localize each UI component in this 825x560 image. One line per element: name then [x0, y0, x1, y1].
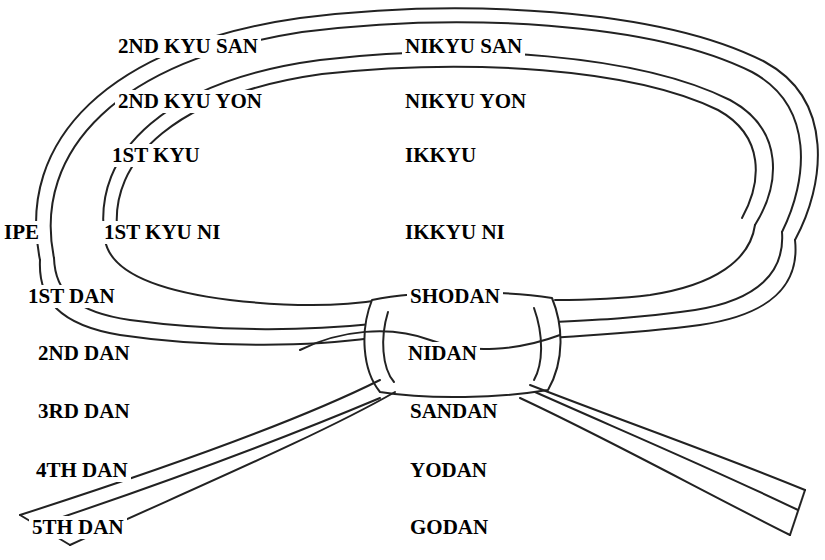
rank-label: NIKYU YON — [402, 90, 529, 113]
rank-label: NIDAN — [405, 342, 480, 365]
rank-label: IPE — [1, 221, 42, 244]
rank-label: GODAN — [407, 516, 491, 539]
rank-label: 1ST KYU — [109, 144, 203, 167]
rank-label: NIKYU SAN — [402, 35, 525, 58]
rank-label: 5TH DAN — [29, 516, 127, 539]
rank-label: 2ND KYU SAN — [115, 35, 261, 58]
rank-label: IKKYU NI — [402, 221, 508, 244]
rank-label: IKKYU — [402, 144, 479, 167]
rank-label: 1ST KYU NI — [101, 221, 223, 244]
rank-label: 1ST DAN — [25, 285, 118, 308]
rank-label: 2ND DAN — [35, 342, 133, 365]
rank-label: YODAN — [407, 459, 490, 482]
rank-label: 4TH DAN — [33, 459, 131, 482]
rank-label: 3RD DAN — [35, 400, 133, 423]
rank-label: 2ND KYU YON — [115, 90, 265, 113]
rank-label: SANDAN — [407, 400, 501, 423]
rank-label: SHODAN — [407, 285, 503, 308]
